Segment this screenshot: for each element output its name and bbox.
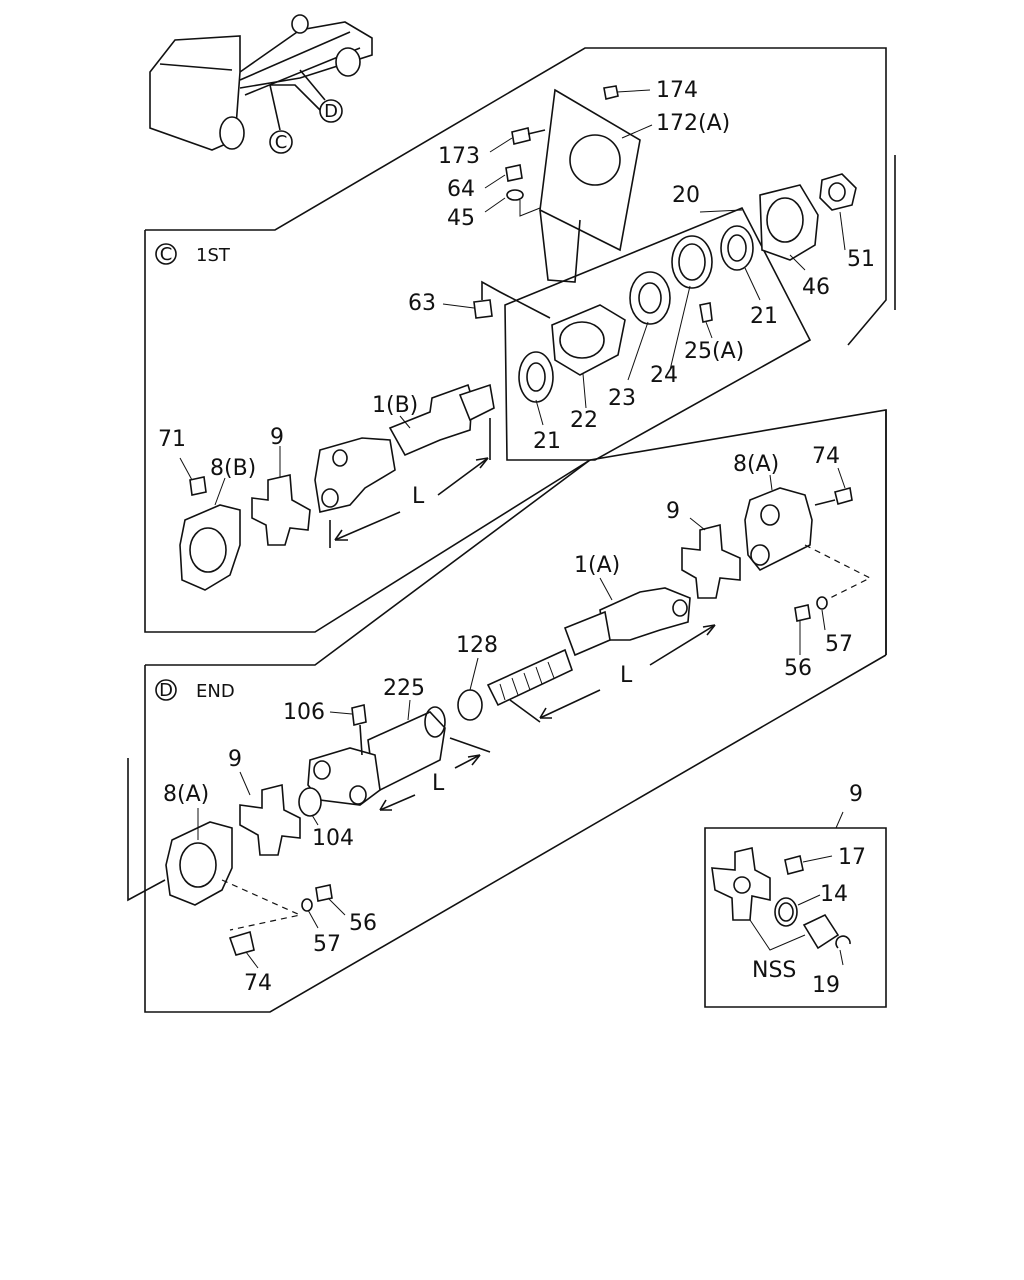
washer-57-end	[301, 898, 313, 912]
section-1st: C 1ST	[144, 47, 896, 633]
label-17: 17	[838, 845, 866, 870]
truck-marker-d	[319, 99, 343, 123]
label-57-1st: 57	[825, 632, 853, 657]
grease-nipple-106	[351, 704, 367, 726]
seal-128	[457, 689, 483, 721]
truck-marker-c	[269, 130, 293, 154]
universal-joint-9-upper	[681, 523, 741, 599]
grease-nipple-25a	[699, 302, 713, 323]
label-63: 63	[408, 291, 436, 316]
label-8a-end: 8(A)	[163, 782, 209, 807]
seal-14	[774, 897, 798, 927]
bolt-74-upper	[834, 487, 853, 505]
label-64: 64	[447, 177, 475, 202]
label-nss: NSS	[752, 958, 796, 983]
label-225: 225	[383, 676, 425, 701]
splined-shaft	[486, 648, 573, 707]
nut-71	[189, 476, 207, 496]
label-L-1st: L	[412, 484, 425, 509]
flange-yoke-8b	[179, 504, 241, 591]
label-174: 174	[656, 78, 698, 103]
seal-24	[671, 235, 713, 289]
truck-illustration: C D	[149, 14, 373, 154]
label-9-end: 9	[228, 747, 242, 772]
label-45: 45	[447, 206, 475, 231]
bolt-63	[473, 299, 493, 319]
washer-45	[506, 189, 524, 201]
label-8a-1st: 8(A)	[733, 452, 779, 477]
label-14: 14	[820, 882, 848, 907]
universal-joint-cross-detail	[711, 847, 771, 921]
label-detail-9: 9	[849, 782, 863, 807]
label-104: 104	[312, 826, 354, 851]
callout-labels: 174 172(A) 173 64 45 20 51 46 63 21 25(A…	[158, 78, 875, 998]
nut-56-end	[315, 884, 333, 902]
seal-104	[298, 787, 322, 817]
companion-flange-46	[759, 184, 819, 261]
shaft-1a	[599, 587, 691, 641]
flange-yoke-8a-upper	[744, 487, 813, 572]
bearing-holder-22	[551, 304, 626, 376]
nut-64	[505, 164, 523, 182]
section-1st-marker-text: C	[160, 244, 173, 265]
label-19: 19	[812, 973, 840, 998]
nut-174	[603, 85, 619, 100]
label-57-end: 57	[313, 932, 341, 957]
label-56-end: 56	[349, 911, 377, 936]
label-22: 22	[570, 408, 598, 433]
label-21-bottom: 21	[533, 429, 561, 454]
label-L-end-long: L	[620, 663, 633, 688]
seal-21-lower	[518, 351, 554, 403]
label-173: 173	[438, 144, 480, 169]
seal-21-upper	[720, 225, 754, 271]
label-74-1st: 74	[812, 444, 840, 469]
bolt-173	[511, 127, 531, 145]
section-end-title: END	[196, 681, 235, 702]
label-1b: 1(B)	[372, 393, 418, 418]
yoke-1b	[314, 437, 396, 513]
section-end: D END	[127, 409, 887, 1013]
label-74-end: 74	[244, 971, 272, 996]
label-71: 71	[158, 427, 186, 452]
grease-nipple-17	[784, 855, 804, 875]
label-24: 24	[650, 363, 678, 388]
label-L-end-short: L	[432, 771, 445, 796]
label-8b: 8(B)	[210, 456, 256, 481]
truck-marker-c-text: C	[275, 132, 288, 153]
label-46: 46	[802, 275, 830, 300]
section-end-marker	[155, 679, 177, 701]
truck-marker-d-text: D	[324, 101, 338, 122]
nut-51	[819, 173, 857, 211]
universal-joint-9-end	[239, 783, 301, 856]
label-9-1st-right: 9	[666, 499, 680, 524]
label-56-1st: 56	[784, 656, 812, 681]
label-172a: 172(A)	[656, 111, 730, 136]
label-21-top: 21	[750, 304, 778, 329]
bracket-172a	[539, 88, 641, 252]
label-51: 51	[847, 247, 875, 272]
nut-56-upper	[794, 604, 811, 622]
section-1st-marker	[155, 243, 177, 265]
label-9-1st: 9	[270, 425, 284, 450]
label-128: 128	[456, 633, 498, 658]
bearing-23	[629, 271, 671, 325]
section-1st-title: 1ST	[196, 245, 231, 266]
section-end-marker-text: D	[159, 680, 173, 701]
bearing-cup	[802, 913, 840, 950]
detail-9	[704, 811, 887, 1008]
label-23: 23	[608, 386, 636, 411]
snap-ring-19	[835, 935, 851, 949]
bolt-74-end	[228, 930, 255, 956]
label-106: 106	[283, 700, 325, 725]
label-1a: 1(A)	[574, 553, 620, 578]
washer-57-upper	[816, 596, 828, 610]
flange-yoke-8a-end	[165, 821, 233, 906]
label-20: 20	[672, 183, 700, 208]
universal-joint-9-1st	[251, 474, 311, 546]
label-25a: 25(A)	[684, 339, 744, 364]
